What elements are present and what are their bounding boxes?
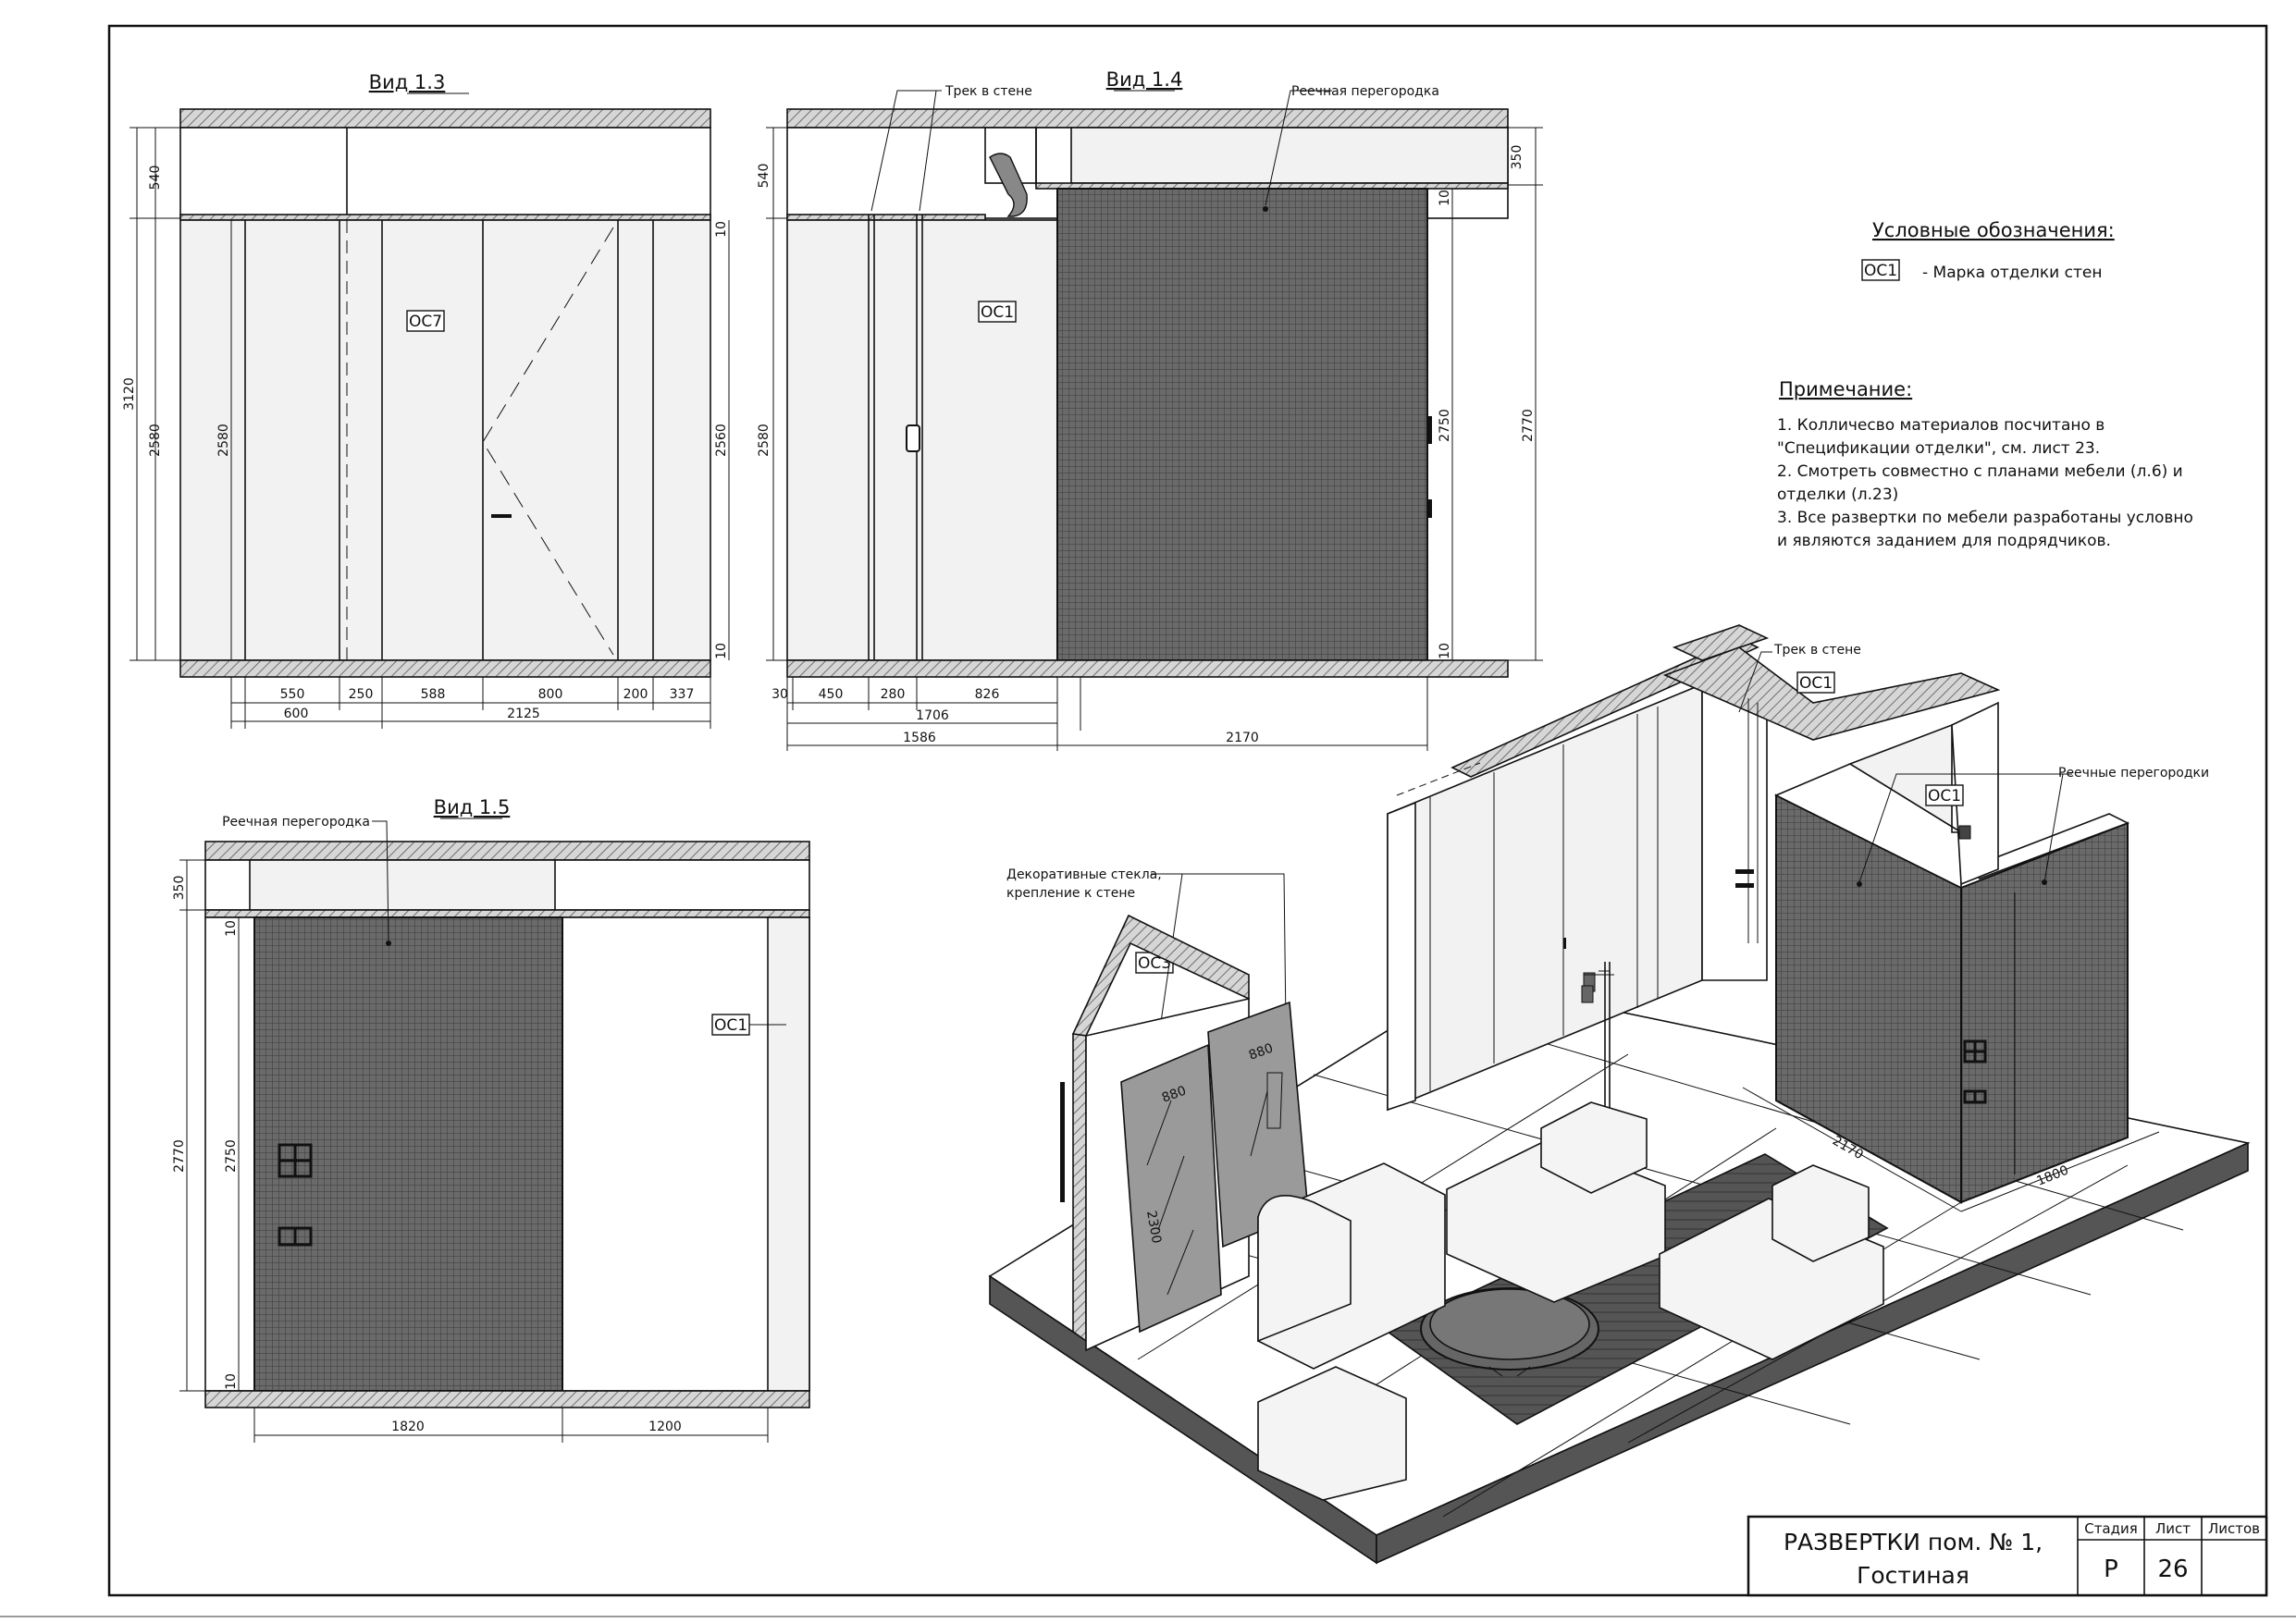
- title-block: РАЗВЕРТКИ пом. № 1, Гостиная Стадия Лист…: [1747, 1515, 2268, 1597]
- svg-text:800: 800: [538, 687, 563, 702]
- svg-text:826: 826: [975, 687, 1000, 702]
- title-block-stage-label: Стадия: [2084, 1520, 2138, 1537]
- svg-text:588: 588: [421, 687, 446, 702]
- notes-line-3: 2. Смотреть совместно с планами мебели (…: [1777, 462, 2183, 481]
- svg-text:2125: 2125: [507, 707, 540, 721]
- view-1-3-title: Вид 1.3: [369, 71, 446, 93]
- legend-mark: ОС1: [1864, 262, 1897, 280]
- svg-text:450: 450: [819, 687, 844, 702]
- view-1-3-mark: [406, 310, 445, 332]
- sheet-frame: [107, 24, 2268, 1597]
- iso-mark-2-label: ОС1: [1928, 787, 1961, 805]
- view-1-4-mark-label: ОС1: [981, 303, 1014, 322]
- view-1-4-callout-slats: Реечная перегородка: [1291, 84, 1439, 99]
- iso-mark-1-label: ОС1: [1799, 674, 1833, 693]
- svg-text:2750: 2750: [224, 1139, 239, 1173]
- view-1-5: Вид 1.5 ОС1 Реечная перегородка 350 10 2…: [172, 796, 810, 1443]
- view-1-5-title: Вид 1.5: [434, 796, 511, 818]
- svg-text:1200: 1200: [648, 1420, 682, 1434]
- svg-text:10: 10: [1438, 643, 1452, 659]
- view-1-5-callout-slats: Реечная перегородка: [222, 815, 370, 830]
- svg-text:10: 10: [224, 920, 239, 937]
- svg-text:540: 540: [757, 164, 772, 189]
- title-block-sheet-label: Лист: [2155, 1520, 2191, 1537]
- svg-text:2580: 2580: [757, 424, 772, 457]
- notes-line-6: и являются заданием для подрядчиков.: [1777, 532, 2111, 550]
- svg-text:600: 600: [284, 707, 309, 721]
- iso-callout-slats: Реечные перегородки: [2058, 766, 2209, 781]
- svg-text:550: 550: [280, 687, 305, 702]
- view-1-3: Вид 1.3 ОС7 540 2580 3120 2580 10 2560 1…: [122, 71, 730, 729]
- svg-text:2560: 2560: [714, 424, 729, 457]
- svg-text:337: 337: [670, 687, 695, 702]
- svg-text:540: 540: [148, 166, 163, 191]
- svg-text:2170: 2170: [1226, 731, 1259, 745]
- svg-text:2750: 2750: [1438, 409, 1452, 442]
- iso-callout-track: Трек в стене: [1773, 643, 1861, 658]
- notes-line-4: отделки (л.23): [1777, 486, 1898, 504]
- title-block-sheet: 26: [2157, 1555, 2188, 1583]
- svg-text:280: 280: [881, 687, 906, 702]
- title-block-name-line-1: РАЗВЕРТКИ пом. № 1,: [1784, 1529, 2043, 1555]
- iso-callout-glass-line-1: Декоративные стекла,: [1006, 867, 1162, 882]
- svg-text:2300: 2300: [1143, 1210, 1164, 1245]
- view-1-3-mark-label: ОС7: [409, 313, 442, 331]
- svg-text:30: 30: [772, 687, 788, 702]
- svg-text:200: 200: [623, 687, 648, 702]
- svg-text:10: 10: [1438, 190, 1452, 206]
- notes-line-5: 3. Все развертки по мебели разработаны у…: [1777, 509, 2193, 527]
- iso-mark-2: [1925, 784, 1964, 806]
- svg-text:10: 10: [224, 1373, 239, 1390]
- svg-text:2770: 2770: [172, 1139, 187, 1173]
- legend: Условные обозначения: ОС1 - Марка отделк…: [1861, 219, 2115, 282]
- iso-callout-glass-line-2: крепление к стене: [1006, 886, 1135, 901]
- legend-text: - Марка отделки стен: [1922, 264, 2102, 282]
- svg-text:2770: 2770: [1521, 409, 1536, 442]
- legend-title: Условные обозначения:: [1872, 219, 2115, 241]
- title-block-sheets-label: Листов: [2208, 1520, 2260, 1537]
- title-block-name-line-2: Гостиная: [1857, 1562, 1969, 1589]
- svg-text:1820: 1820: [391, 1420, 425, 1434]
- svg-text:10: 10: [714, 643, 729, 659]
- svg-text:350: 350: [172, 876, 187, 901]
- notes-title: Примечание:: [1779, 378, 1912, 400]
- view-1-4-callout-track: Трек в стене: [944, 84, 1032, 99]
- svg-text:1706: 1706: [916, 708, 949, 723]
- notes-line-2: "Спецификации отделки", см. лист 23.: [1777, 439, 2100, 458]
- svg-text:10: 10: [714, 221, 729, 238]
- notes: Примечание: 1. Колличесво материалов пос…: [1777, 378, 2193, 550]
- view-1-4-title: Вид 1.4: [1106, 68, 1183, 91]
- svg-text:3120: 3120: [122, 377, 137, 411]
- view-1-4-mark: [978, 301, 1017, 323]
- isometric-view: ОС1 ОС1 ОС3 Трек в стене Реечные перегор…: [988, 624, 2251, 1565]
- notes-line-1: 1. Колличесво материалов посчитано в: [1777, 416, 2105, 435]
- svg-text:2580: 2580: [216, 424, 231, 457]
- svg-text:250: 250: [349, 687, 374, 702]
- svg-text:350: 350: [1510, 145, 1524, 170]
- iso-mark-1: [1796, 671, 1835, 694]
- view-1-4: Вид 1.4 ОС1 Трек в стене Реечная перегор…: [757, 68, 1543, 751]
- svg-text:2580: 2580: [148, 424, 163, 457]
- svg-text:1586: 1586: [903, 731, 936, 745]
- title-block-stage: Р: [2104, 1555, 2118, 1583]
- view-1-5-mark-label: ОС1: [714, 1016, 747, 1035]
